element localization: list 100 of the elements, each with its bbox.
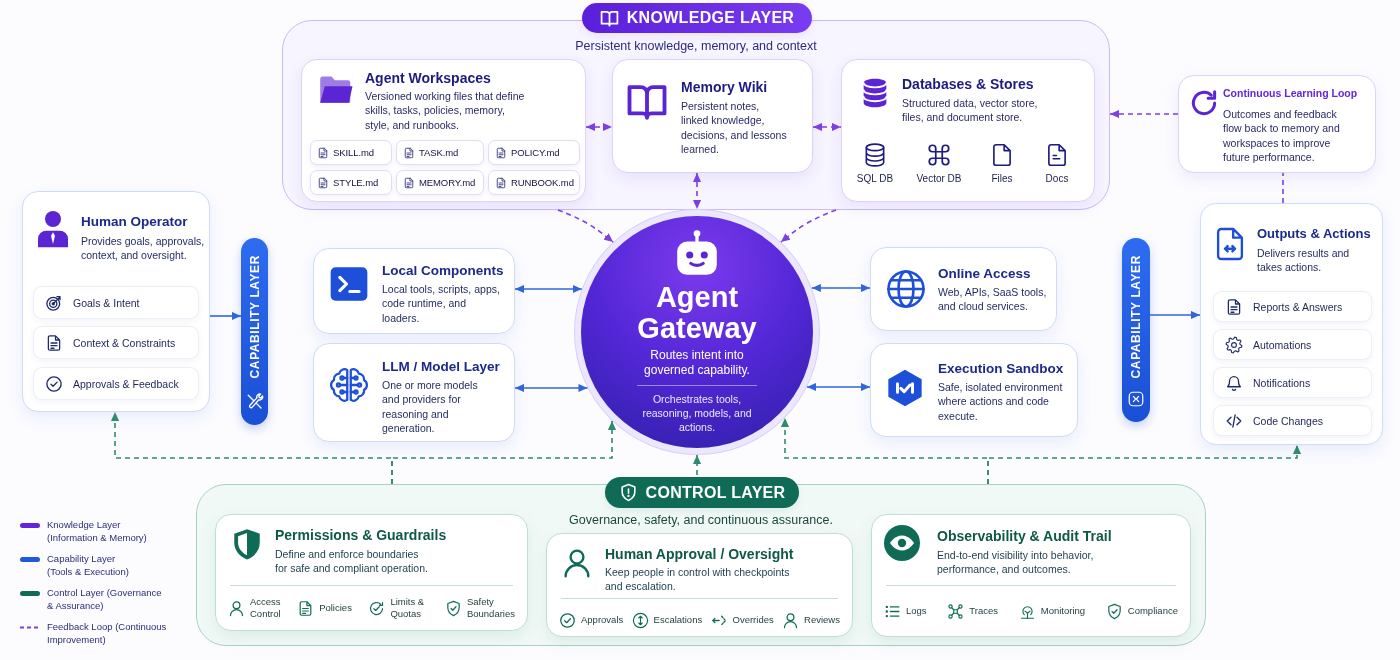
card-description: Keep people in control with checkpoints and escalation. [605, 565, 791, 594]
legend-label: Control Layer (Governance & Assurance) [47, 587, 163, 613]
file-chip [310, 140, 392, 165]
item-label: Approvals [581, 613, 624, 627]
double-arrow [585, 122, 613, 132]
item-label: Automations [1253, 338, 1312, 351]
card-description: Structured data, vector store, files, and document store. [902, 96, 1039, 125]
file-chip [488, 170, 580, 195]
card-description: Safe, isolated environment where actions and code execute. [938, 380, 1064, 423]
card-title: Databases & Stores [902, 76, 1034, 93]
arrow [557, 209, 614, 243]
gateway-description: Orchestrates tools, reasoning, models, and actions. [641, 392, 753, 434]
card-title: Permissions & Guardrails [275, 527, 447, 544]
store-label: Docs [1045, 173, 1069, 184]
item-label: Overrides [732, 613, 774, 627]
card-title: Local Components [382, 263, 504, 280]
double-arrow [811, 283, 871, 293]
arrow [209, 311, 242, 321]
file-name: STYLE.md [333, 177, 379, 188]
bar-label: CAPABILITY LAYER [1130, 255, 1142, 379]
card-title: LLM / Model Layer [382, 359, 500, 376]
control-card [871, 514, 1191, 637]
item-label: Compliance [1127, 604, 1178, 618]
file-name: RUNBOOK.md [511, 177, 574, 188]
capability-bar [241, 238, 268, 425]
card-description: Outcomes and feedback flow back to memory and workspaces to improve future performance. [1223, 107, 1341, 165]
card-title: Outputs & Actions [1257, 226, 1371, 242]
bar-label: CAPABILITY LAYER [248, 255, 261, 379]
double-arrow [692, 172, 702, 210]
store-label: SQL DB [856, 173, 894, 184]
item-label: Limits & Quotas [390, 595, 426, 621]
legend-label: Knowledge Layer (Information & Memory) [47, 519, 148, 545]
feedback-card [1178, 75, 1376, 173]
card-description: Web, APIs, SaaS tools, and cloud services. [938, 285, 1048, 314]
card-title: Memory Wiki [681, 79, 768, 96]
layer-title: KNOWLEDGE LAYER [626, 9, 795, 27]
list-item [1213, 291, 1372, 322]
item-label: Context & Constraints [73, 336, 176, 349]
item-label: Reports & Answers [1253, 300, 1343, 313]
item-label: Access Control [250, 595, 281, 621]
arrow [780, 209, 837, 243]
legend-label: Feedback Loop (Continuous Improvement) [47, 621, 168, 647]
arrow [987, 444, 1302, 485]
file-name: SKILL.md [333, 147, 374, 158]
double-arrow [806, 382, 871, 392]
legend-label: Capability Layer (Tools & Execution) [47, 553, 130, 579]
list-item [1213, 367, 1372, 398]
item-label: Goals & Intent [73, 296, 140, 309]
double-arrow [812, 122, 842, 132]
card-description: Local tools, scripts, apps, code runtime, and loaders. [382, 282, 501, 325]
arrow [1109, 109, 1179, 119]
item-label: Logs [906, 604, 927, 618]
arrow [1149, 310, 1201, 320]
card-title: Human Operator [81, 214, 188, 231]
item-label: Escalations [653, 613, 703, 627]
card-description: End-to-end visibility into behavior, performance, and outcomes. [937, 548, 1095, 577]
card-title: Continuous Learning Loop [1223, 87, 1358, 100]
component-card [841, 59, 1095, 202]
store-label: Vector DB [916, 173, 962, 184]
item-label: Monitoring [1040, 604, 1086, 618]
list-item [33, 286, 199, 319]
list-item [33, 367, 199, 400]
item-label: Policies [319, 601, 352, 615]
layer-subtitle: Persistent knowledge, memory, and context [575, 39, 817, 53]
card-description: Versioned working files that define skills, tasks, policies, memory, style, and runbooks. [365, 89, 526, 132]
file-name: POLICY.md [511, 147, 560, 158]
list-item [1213, 329, 1372, 360]
card-description: One or more models and providers for reasoning and generation. [382, 378, 479, 436]
control-card [215, 514, 528, 631]
file-chip [310, 170, 392, 195]
double-arrow [514, 383, 589, 393]
item-label: Reviews [804, 613, 840, 627]
component-card [612, 59, 813, 173]
component-card [313, 248, 515, 334]
list-item [1213, 405, 1372, 436]
card-title: Observability & Audit Trail [937, 528, 1112, 545]
file-chip [396, 140, 484, 165]
capability-bar [1122, 238, 1150, 422]
file-name: MEMORY.md [419, 177, 476, 188]
component-card [870, 247, 1057, 331]
layer-title: CONTROL LAYER [645, 483, 786, 502]
item-label: Approvals & Feedback [73, 377, 179, 390]
card-title: Execution Sandbox [938, 361, 1064, 378]
card-description: Define and enforce boundaries for safe and compliant operation. [275, 547, 429, 576]
item-label: Notifications [1253, 376, 1311, 389]
card-description: Persistent notes, linked knowledge, decisions, and lessons learned. [681, 99, 787, 157]
gateway-title: Agent Gateway [637, 282, 757, 344]
item-label: Safety Boundaries [466, 595, 515, 621]
control-card [546, 533, 853, 637]
operator-card [22, 191, 210, 412]
file-chip [488, 140, 580, 165]
card-description: Delivers results and takes actions. [1257, 246, 1351, 275]
file-name: TASK.md [419, 147, 459, 158]
list-item [33, 326, 199, 359]
arrow [391, 420, 617, 485]
layer-subtitle: Governance, safety, and continuous assurance. [569, 513, 833, 527]
store-label: Files [991, 173, 1013, 184]
card-title: Online Access [938, 266, 1031, 283]
card-title: Human Approval / Oversight [605, 546, 794, 563]
component-card [313, 343, 515, 442]
